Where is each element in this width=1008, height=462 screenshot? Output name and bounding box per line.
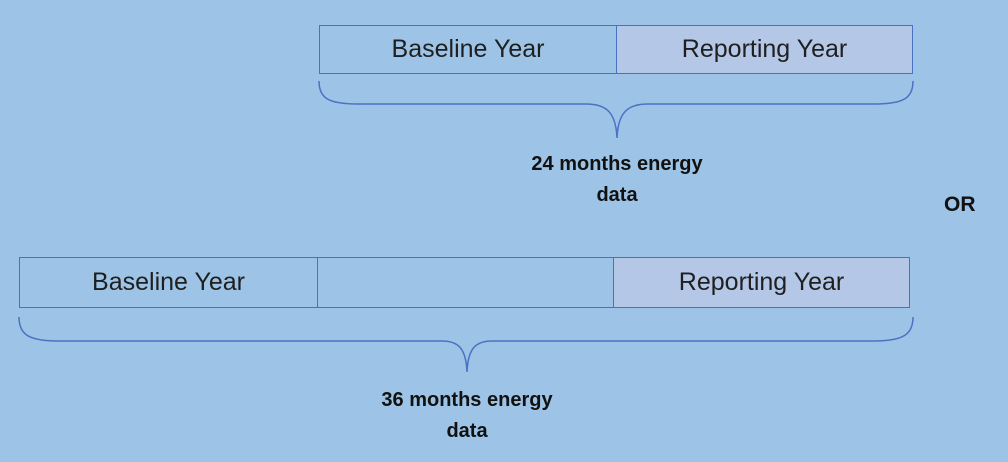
top-caption-line-2: data (596, 184, 638, 206)
top-brace (318, 80, 914, 139)
bottom-caption-line-2: data (446, 420, 488, 442)
or-separator: OR (944, 193, 976, 216)
bottom-reporting-year-box: Reporting Year (613, 257, 910, 308)
bottom-caption-line-1: 36 months energy (381, 389, 553, 411)
bottom-caption: 36 months energy data (317, 385, 617, 447)
top-caption-line-1: 24 months energy (531, 153, 703, 175)
bottom-baseline-year-box: Baseline Year (19, 257, 318, 308)
bottom-middle-year-box (317, 257, 614, 308)
top-baseline-year-box: Baseline Year (319, 25, 617, 74)
top-caption: 24 months energy data (467, 149, 767, 211)
top-reporting-year-box: Reporting Year (616, 25, 913, 74)
bottom-brace (18, 316, 914, 373)
